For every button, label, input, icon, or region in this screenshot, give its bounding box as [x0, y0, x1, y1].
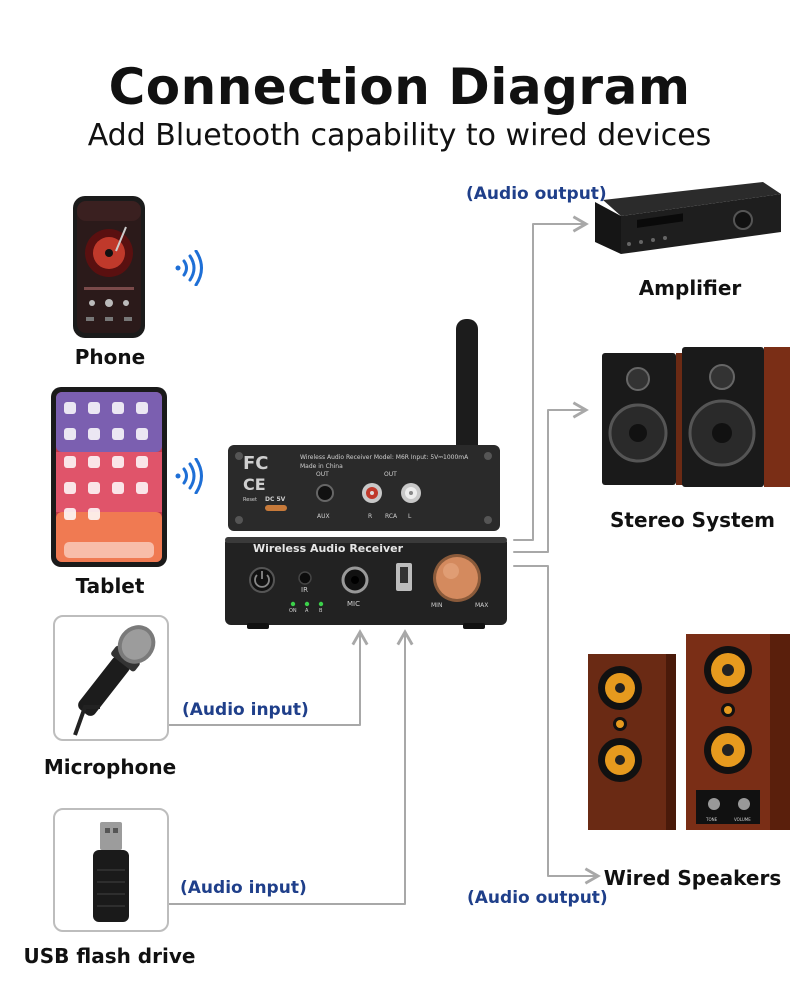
aux-label: AUX: [317, 513, 330, 520]
dc5v-label: DC 5V: [265, 496, 286, 503]
audio-output-tag-top: (Audio output): [466, 184, 607, 204]
wire-to-amplifier: [513, 215, 589, 541]
max-label: MAX: [475, 602, 489, 609]
rca-label: RCA: [385, 513, 398, 520]
bluetooth-wave-icon: [173, 249, 209, 290]
wire-from-usb: [167, 629, 414, 905]
page-subtitle: Add Bluetooth capability to wired device…: [87, 118, 712, 153]
model-text: Wireless Audio Receiver Model: M6R Input…: [300, 454, 469, 461]
usb-card: [53, 808, 169, 932]
tablet-device: [50, 386, 168, 572]
min-label: MIN: [431, 602, 443, 609]
front-title: Wireless Audio Receiver: [253, 542, 404, 555]
audio-input-tag-mic: (Audio input): [182, 700, 309, 720]
led-a-label: A: [305, 608, 309, 614]
bluetooth-wave-icon: [173, 457, 209, 498]
amplifier-label: Amplifier: [638, 276, 742, 300]
microphone-card: [53, 615, 169, 741]
page-title: Connection Diagram: [108, 58, 691, 116]
led-on-label: ON: [289, 608, 297, 614]
wire-from-microphone: [167, 629, 369, 726]
wired-speakers-device: [586, 632, 796, 842]
wire-to-wired-speakers: [513, 565, 601, 885]
wireless-audio-receiver: FC CE Wireless Audio Receiver Model: M6R…: [225, 315, 515, 635]
wired-speakers-label: Wired Speakers: [603, 866, 782, 890]
stereo-system-device: [598, 345, 794, 495]
audio-output-tag-bottom: (Audio output): [467, 888, 608, 908]
mic-label: MIC: [347, 600, 360, 608]
rca-l-label: L: [408, 513, 412, 520]
rca-r-label: R: [368, 513, 373, 520]
phone-label: Phone: [74, 345, 146, 369]
tablet-label: Tablet: [75, 574, 145, 598]
microphone-icon: [73, 625, 156, 736]
phone-device: [72, 195, 146, 343]
usb-flash-drive-icon: [93, 822, 129, 922]
out-label-2: OUT: [384, 471, 397, 478]
ir-label: IR: [301, 586, 308, 594]
stereo-label: Stereo System: [610, 508, 775, 532]
reset-label: Reset: [243, 497, 257, 503]
wire-to-stereo: [513, 401, 589, 553]
fc-mark: FC: [243, 453, 269, 474]
out-label-1: OUT: [316, 471, 329, 478]
made-in-text: Made in China: [300, 463, 343, 470]
ce-mark: CE: [243, 475, 266, 494]
amplifier-device: [593, 172, 785, 264]
volume-label: VOLUME: [734, 817, 751, 822]
audio-input-tag-usb: (Audio input): [180, 878, 307, 898]
led-b-label: B: [319, 608, 323, 614]
tone-label: TONE: [706, 817, 718, 822]
microphone-label: Microphone: [43, 755, 177, 779]
usb-label: USB flash drive: [23, 944, 196, 968]
